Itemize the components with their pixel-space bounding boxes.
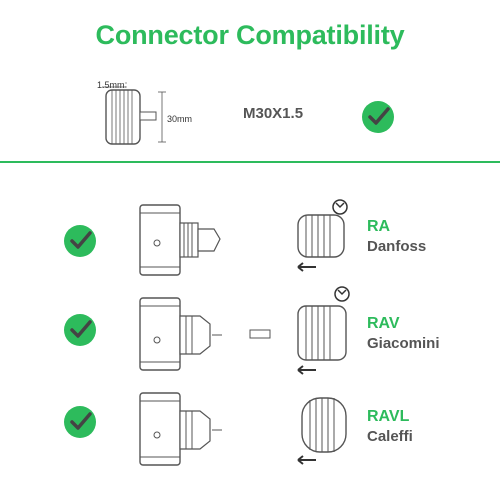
- brand-name: Danfoss: [367, 238, 427, 255]
- brand-rav: RAV Giacomini: [367, 314, 440, 354]
- thread-spec: M30X1.5: [243, 105, 304, 122]
- adapter-ring-drawing: [102, 82, 166, 145]
- check-circle-icon: [64, 406, 96, 438]
- adapter-ra-drawing: [297, 199, 348, 272]
- check-circle-icon: [362, 101, 394, 133]
- valve-body-ravl: [139, 392, 222, 466]
- brand-code: RAV: [367, 315, 400, 332]
- valve-body-rav: [139, 297, 271, 371]
- valve-body-ra: [139, 204, 221, 276]
- thread-pitch-label: 1.5mm: [97, 80, 125, 90]
- brand-name: Giacomini: [367, 335, 440, 352]
- section-divider: [0, 161, 500, 163]
- adapter-rav-drawing: [297, 286, 350, 375]
- brand-ravl: RAVL Caleffi: [367, 407, 413, 447]
- diameter-label: 30mm: [167, 114, 193, 124]
- check-circle-icon: [64, 314, 96, 346]
- brand-ra: RA Danfoss: [367, 217, 426, 257]
- adapter-ravl-drawing: [297, 397, 347, 465]
- brand-code: RA: [367, 218, 391, 235]
- page-title: Connector Compatibility: [95, 20, 405, 50]
- brand-name: Caleffi: [367, 428, 413, 445]
- brand-code: RAVL: [367, 408, 410, 425]
- check-circle-icon: [64, 225, 96, 257]
